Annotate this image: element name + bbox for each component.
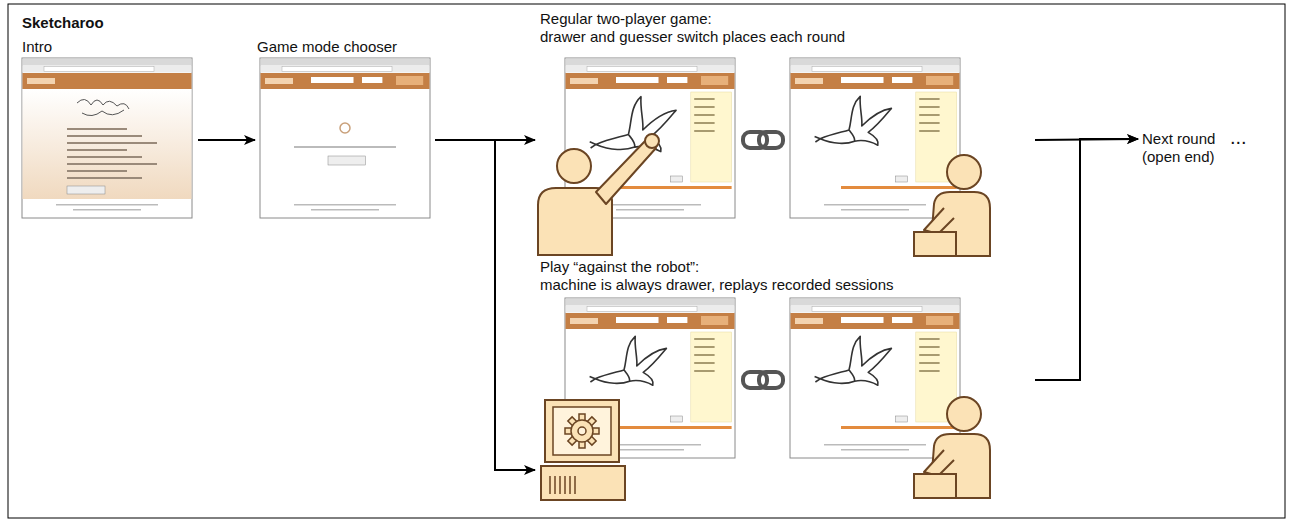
node-heading: Game mode chooser bbox=[255, 38, 435, 56]
game-mode-group: Play “against the robot”:machine is alwa… bbox=[535, 258, 1035, 506]
screenshot bbox=[22, 58, 192, 218]
bird-sketch bbox=[590, 336, 667, 385]
drawer-figure bbox=[538, 134, 659, 255]
node-subheading: machine is always drawer, replays record… bbox=[535, 276, 1035, 294]
node-subheading: drawer and guesser switch places each ro… bbox=[535, 28, 1035, 46]
bird-sketch bbox=[815, 336, 892, 385]
flow-arrow bbox=[198, 139, 255, 141]
frame-border bbox=[8, 4, 1285, 518]
next-round-node: Next round (open end) bbox=[1140, 130, 1224, 170]
node-heading: Play “against the robot”: bbox=[535, 258, 1035, 276]
screen-node: Intro bbox=[20, 38, 198, 220]
node-heading: Next round (open end) bbox=[1140, 130, 1224, 166]
computer-icon bbox=[541, 400, 625, 500]
chain-link bbox=[743, 372, 783, 388]
node-heading: Intro bbox=[20, 38, 198, 56]
flow-arrow bbox=[435, 140, 535, 470]
screenshot bbox=[565, 298, 735, 458]
game-mode-group: Regular two-player game:drawer and guess… bbox=[535, 10, 1035, 256]
continuation-mark: ... bbox=[1230, 128, 1247, 146]
node-heading: Regular two-player game: bbox=[535, 10, 1035, 28]
screen-node: Game mode chooser bbox=[255, 38, 435, 220]
chain-link bbox=[743, 132, 783, 148]
guesser-figure bbox=[914, 397, 990, 498]
screenshot bbox=[790, 58, 960, 218]
bird-sketch bbox=[590, 97, 676, 152]
guesser-figure bbox=[914, 155, 990, 256]
bird-sketch bbox=[815, 96, 892, 145]
flow-arrow bbox=[1035, 139, 1138, 380]
screenshot bbox=[790, 298, 960, 458]
diagram-title: Sketcharoo bbox=[22, 14, 104, 32]
screenshot bbox=[260, 58, 430, 218]
